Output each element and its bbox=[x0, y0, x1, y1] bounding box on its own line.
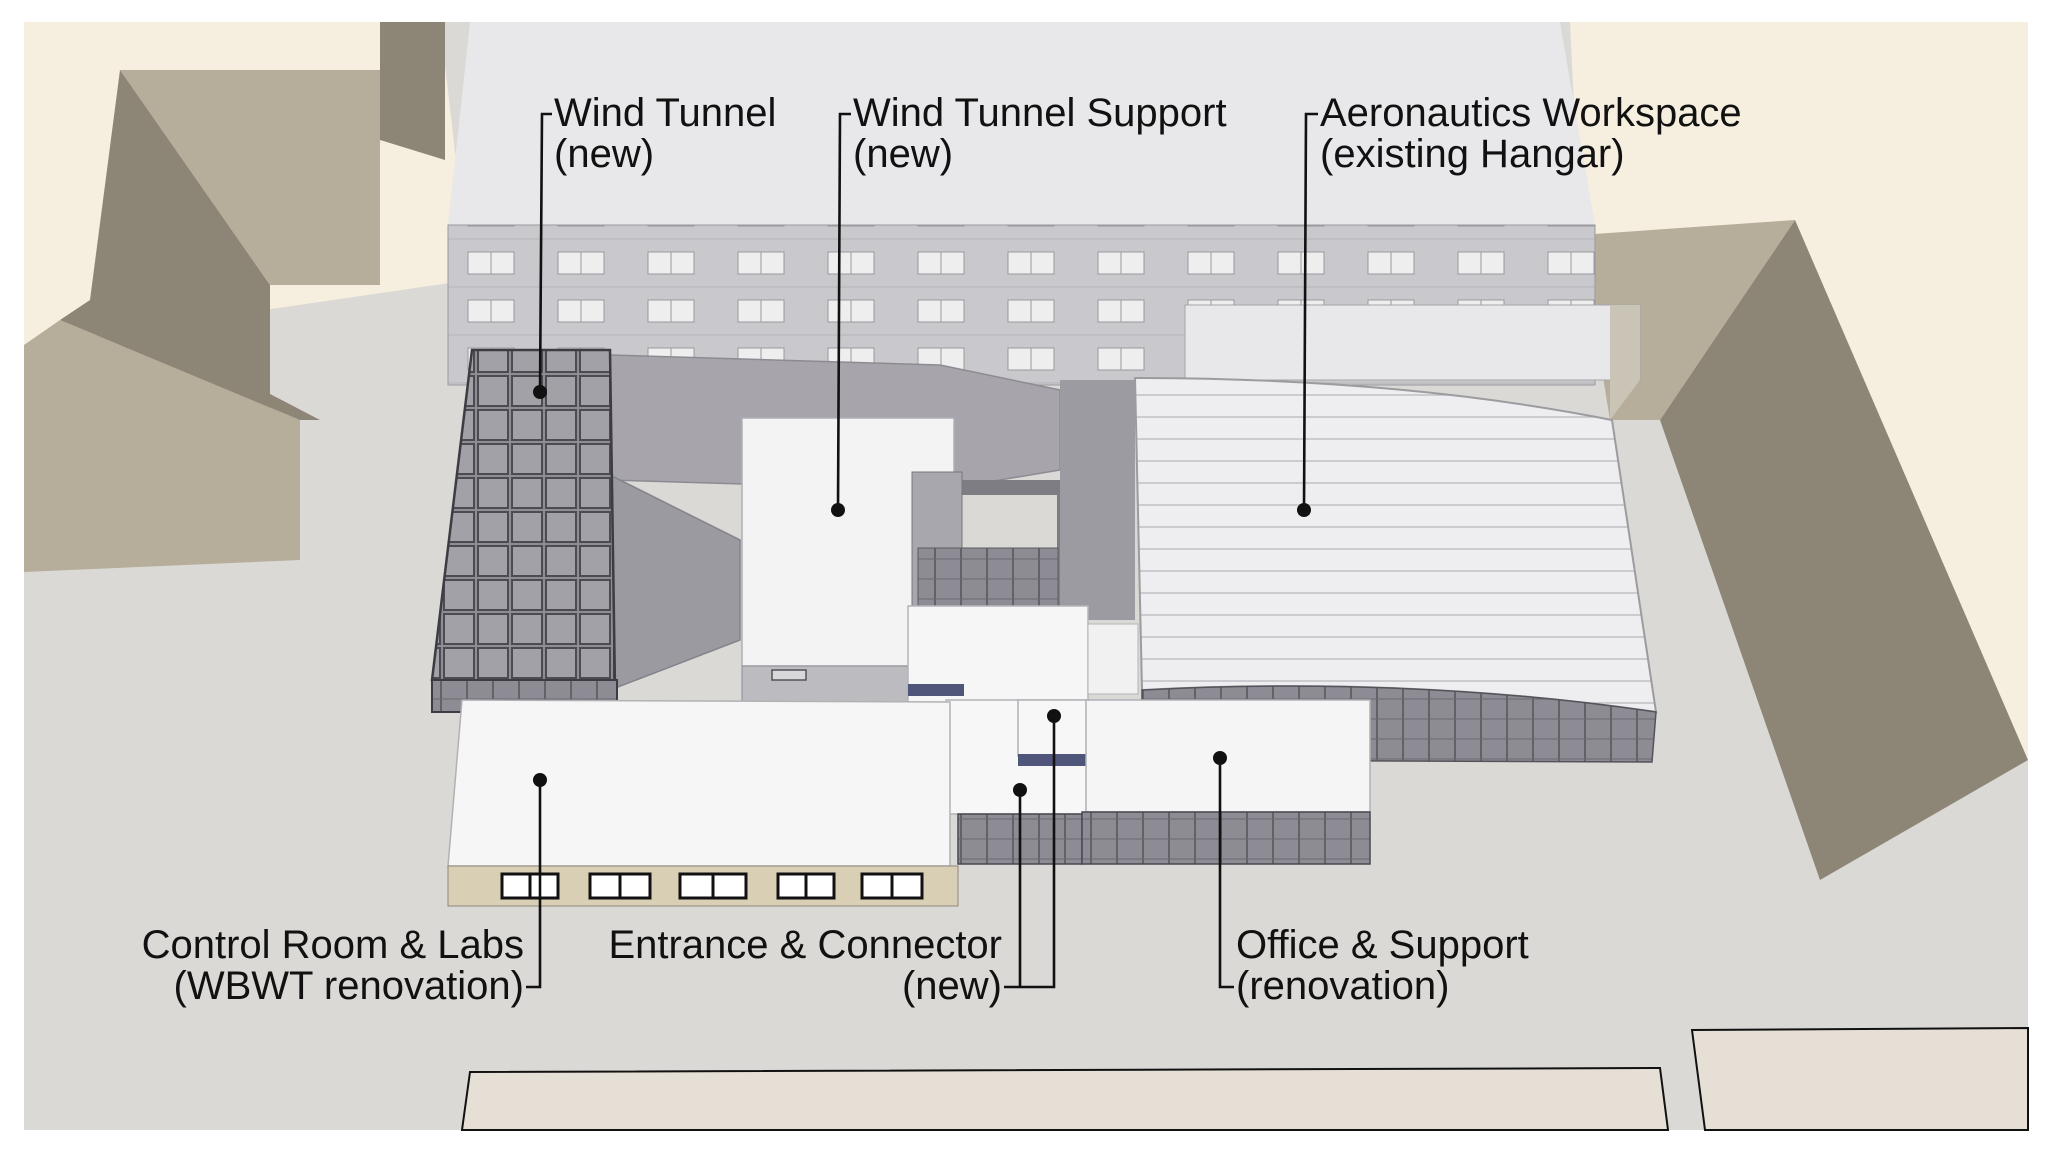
neighbor-building-left-top bbox=[120, 70, 380, 285]
label-aeronautics-workspace-line2: (existing Hangar) bbox=[1320, 132, 1625, 176]
back-building-roof bbox=[448, 22, 1595, 225]
label-wind-tunnel-support-line1: Wind Tunnel Support bbox=[853, 91, 1227, 135]
neighbor-lot-right bbox=[1570, 22, 2028, 760]
label-entrance-connector-line2: (new) bbox=[902, 964, 1002, 1008]
ground-plate-bottom bbox=[460, 1066, 1670, 1131]
courtyard-void bbox=[962, 495, 1057, 550]
central-block-low bbox=[1087, 623, 1139, 695]
label-entrance-connector-line1: Entrance & Connector bbox=[608, 923, 1002, 967]
label-wind-tunnel: Wind Tunnel (new) bbox=[554, 91, 776, 176]
leader-control-room bbox=[526, 773, 547, 989]
label-aeronautics-workspace-line1: Aeronautics Workspace bbox=[1320, 91, 1742, 135]
label-entrance-connector: Entrance & Connector (new) bbox=[608, 923, 1002, 1008]
office-block-roof bbox=[1085, 699, 1371, 813]
neighbor-building-left-low bbox=[24, 320, 300, 572]
label-wind-tunnel-support-line2: (new) bbox=[853, 132, 953, 176]
label-wind-tunnel-line2: (new) bbox=[554, 132, 654, 176]
label-control-room-line2: (WBWT renovation) bbox=[174, 964, 524, 1008]
neighbor-building-right bbox=[1660, 220, 2028, 880]
wind-tunnel-duct-right bbox=[1060, 380, 1135, 620]
ground-plate-bottom-right bbox=[1690, 1026, 2029, 1131]
office-block-wall bbox=[1081, 811, 1371, 865]
control-room-roof bbox=[447, 699, 951, 867]
leader-office-support bbox=[1213, 751, 1234, 989]
leader-wind-tunnel-support bbox=[831, 112, 851, 517]
control-room-window-mullions bbox=[528, 874, 894, 898]
wind-tunnel-support-window bbox=[771, 669, 807, 681]
leader-wind-tunnel bbox=[533, 112, 552, 399]
label-control-room-line1: Control Room & Labs bbox=[142, 923, 524, 967]
neighbor-building-left-low-side bbox=[60, 300, 320, 420]
label-control-room: Control Room & Labs (WBWT renovation) bbox=[142, 923, 524, 1008]
label-office-support: Office & Support (renovation) bbox=[1236, 923, 1529, 1008]
label-aeronautics-workspace: Aeronautics Workspace (existing Hangar) bbox=[1320, 91, 1742, 176]
back-building-annex bbox=[1184, 304, 1641, 381]
hangar-roof bbox=[1133, 376, 1658, 714]
central-block-strip bbox=[908, 684, 964, 696]
label-wind-tunnel-support: Wind Tunnel Support (new) bbox=[853, 91, 1227, 176]
back-building-annex-side bbox=[1610, 305, 1640, 420]
connector-bridge bbox=[917, 547, 1059, 607]
label-office-support-line1: Office & Support bbox=[1236, 923, 1529, 967]
leader-aeronautics-workspace bbox=[1297, 112, 1318, 517]
leader-entrance-connector bbox=[1004, 709, 1061, 989]
label-wind-tunnel-line1: Wind Tunnel bbox=[554, 91, 776, 135]
label-office-support-line2: (renovation) bbox=[1236, 964, 1449, 1008]
neighbor-building-far-left bbox=[380, 22, 445, 160]
